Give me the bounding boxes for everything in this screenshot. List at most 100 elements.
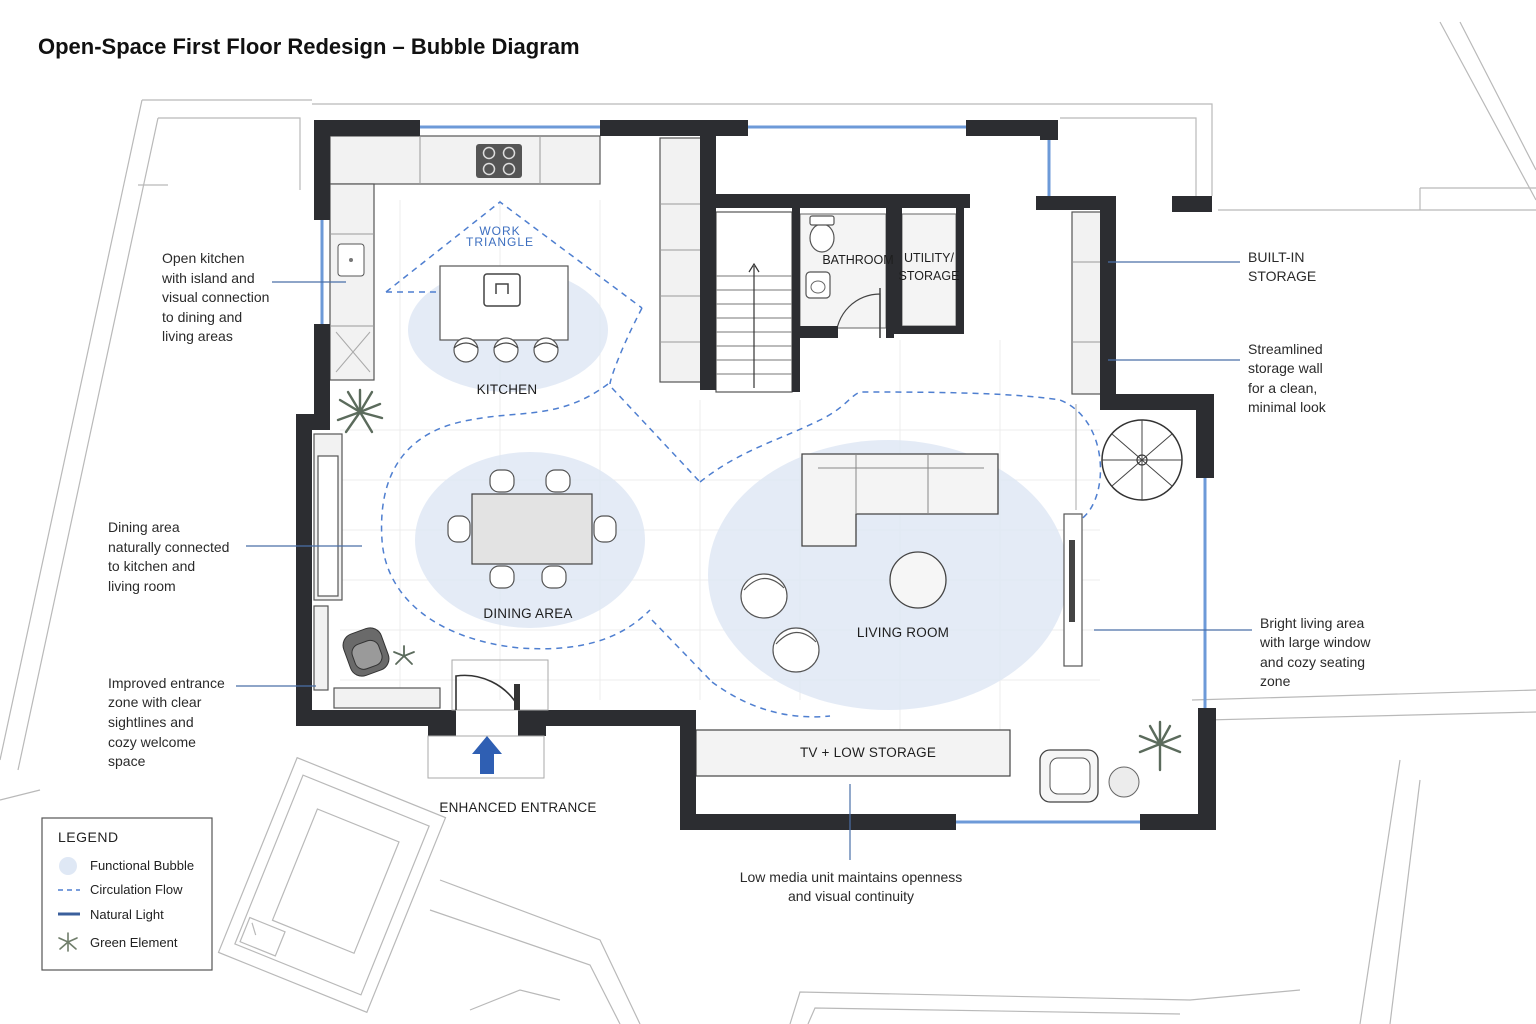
- living-loop-path: [699, 391, 1102, 521]
- svg-text:Open kitchen: Open kitchen: [162, 250, 245, 266]
- dining-to-living-path: [651, 619, 713, 683]
- entrance-door: [427, 659, 549, 779]
- legend-item-natural-light: Natural Light: [58, 907, 164, 922]
- kitchen-label: KITCHEN: [477, 382, 538, 397]
- svg-text:cozy welcome: cozy welcome: [108, 734, 196, 750]
- svg-text:Green Element: Green Element: [90, 935, 178, 950]
- svg-text:storage wall: storage wall: [1248, 360, 1323, 376]
- kitchen-to-living-path: [611, 387, 701, 483]
- entrance-shoe-bench: [333, 687, 441, 709]
- bubble-swatch-icon: [59, 857, 77, 875]
- round-coffee-table: [889, 551, 947, 609]
- svg-text:zone: zone: [1260, 673, 1291, 689]
- svg-text:to dining and: to dining and: [162, 309, 242, 325]
- plant-icon: [58, 932, 78, 952]
- svg-text:Circulation Flow: Circulation Flow: [90, 882, 183, 897]
- dining-chair: [593, 515, 617, 543]
- bar-stool: [493, 337, 519, 363]
- dining-set: [447, 469, 617, 589]
- legend: LEGEND Functional Bubble Circulation Flo…: [41, 817, 213, 971]
- dining-area-label: DINING AREA: [483, 606, 572, 621]
- diagram-title: Open-Space First Floor Redesign – Bubble…: [38, 34, 580, 59]
- dining-chair: [545, 469, 571, 493]
- svg-text:with large window: with large window: [1259, 634, 1371, 650]
- svg-text:with island and: with island and: [161, 270, 255, 286]
- annotation-kitchen: Open kitchen with island and visual conn…: [161, 250, 269, 344]
- living-armchair: [1039, 749, 1099, 803]
- kitchen-counter-top: [329, 135, 601, 185]
- toilet-icon: [809, 223, 835, 253]
- dining-chair: [489, 565, 515, 589]
- cooktop-icon: [476, 144, 522, 178]
- bar-stool: [533, 337, 559, 363]
- legend-title: LEGEND: [58, 829, 119, 845]
- built-ins: [313, 211, 1103, 777]
- plant-icon: [1138, 720, 1182, 772]
- bar-stool: [453, 337, 479, 363]
- built-in-storage-wall: [1071, 211, 1103, 395]
- annotation-storage-wall: Streamlined storage wall for a clean, mi…: [1248, 341, 1327, 415]
- tv-unit-label: TV + LOW STORAGE: [800, 745, 936, 760]
- kitchen-island: [439, 265, 569, 363]
- legend-item-circulation-flow: Circulation Flow: [58, 882, 183, 897]
- staircase: [715, 211, 793, 393]
- dining-table: [471, 493, 593, 565]
- spiral-staircase: [1101, 419, 1183, 501]
- annotation-entrance: Improved entrance zone with clear sightl…: [108, 675, 225, 769]
- svg-text:visual connection: visual connection: [162, 289, 269, 305]
- entrance-armchair: [342, 627, 390, 677]
- svg-text:minimal look: minimal look: [1248, 399, 1327, 415]
- dining-chair: [541, 565, 567, 589]
- site-context-lines: [0, 21, 1536, 1024]
- svg-text:Improved entrance: Improved entrance: [108, 675, 225, 691]
- dining-loop-path: [380, 383, 651, 650]
- svg-text:and cozy seating: and cozy seating: [1260, 654, 1365, 670]
- bathroom-sink-icon: [805, 271, 831, 299]
- accent-seating: [342, 627, 1140, 803]
- svg-text:BUILT-IN: BUILT-IN: [1248, 249, 1305, 265]
- dining-chair: [489, 469, 515, 493]
- entrance-arrow-icon: [472, 736, 502, 774]
- work-triangle-path: [385, 201, 643, 309]
- work-triangle-label-1: WORK: [479, 224, 520, 238]
- svg-text:Functional Bubble: Functional Bubble: [90, 858, 194, 873]
- annotation-leaders: [236, 261, 1252, 860]
- entrance-label: ENHANCED ENTRANCE: [439, 800, 596, 815]
- living-furniture: [740, 404, 1083, 673]
- svg-text:Bright living area: Bright living area: [1260, 615, 1364, 631]
- utility-label-2: STORAGE: [899, 269, 960, 283]
- svg-text:Low media unit maintains openn: Low media unit maintains openness: [740, 869, 963, 885]
- svg-text:Natural Light: Natural Light: [90, 907, 164, 922]
- bathroom-fixtures: [799, 213, 957, 339]
- svg-text:space: space: [108, 753, 146, 769]
- circulation-flow: [380, 201, 1102, 718]
- legend-item-functional-bubble: Functional Bubble: [59, 857, 194, 875]
- legend-item-green-element: Green Element: [58, 932, 178, 952]
- dining-chair: [447, 515, 471, 543]
- side-table: [1108, 766, 1140, 798]
- annotation-media-unit: Low media unit maintains openness and vi…: [740, 869, 963, 904]
- svg-text:for a clean,: for a clean,: [1248, 380, 1317, 396]
- svg-text:Dining area: Dining area: [108, 519, 180, 535]
- svg-text:living room: living room: [108, 578, 176, 594]
- exterior-walls: [296, 120, 1216, 830]
- island-sink-icon: [483, 273, 521, 307]
- annotation-builtin-storage: BUILT-IN STORAGE: [1248, 249, 1316, 284]
- plant-icon: [336, 388, 384, 434]
- windows: [320, 125, 1207, 824]
- annotation-dining: Dining area naturally connected to kitch…: [108, 519, 229, 594]
- lounge-chair: [740, 573, 788, 619]
- svg-text:living areas: living areas: [162, 328, 233, 344]
- neighbouring-building: [217, 756, 447, 1014]
- living-room-label: LIVING ROOM: [857, 625, 949, 640]
- svg-text:Streamlined: Streamlined: [1248, 341, 1323, 357]
- svg-text:naturally connected: naturally connected: [108, 539, 229, 555]
- bathroom-label: BATHROOM: [822, 253, 893, 267]
- svg-text:and visual continuity: and visual continuity: [788, 888, 914, 904]
- tv-low-storage-unit: [695, 729, 1011, 777]
- annotation-living: Bright living area with large window and…: [1259, 615, 1371, 689]
- svg-text:STORAGE: STORAGE: [1248, 268, 1316, 284]
- svg-text:to kitchen and: to kitchen and: [108, 558, 195, 574]
